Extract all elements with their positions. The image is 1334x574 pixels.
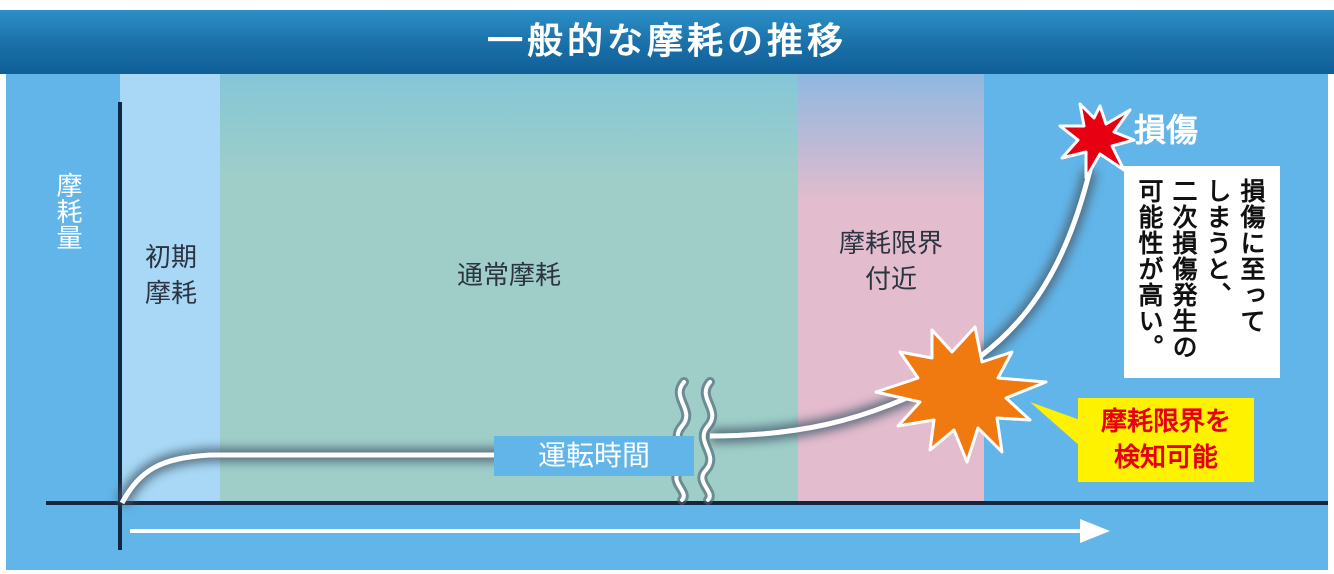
damage-label: 損傷 [1134, 111, 1199, 149]
damage-star-icon [1058, 102, 1136, 180]
initial-wear-zone [120, 74, 220, 502]
initial-wear-label: 初期 摩耗 [144, 243, 197, 309]
wear-limit-burst-icon [874, 325, 1048, 464]
damage-note-text: 損傷に至って しまうと、 二次損傷発生の 可能性が高い。 [1135, 178, 1266, 360]
normal-wear-label: 通常摩耗 [456, 261, 561, 291]
y-axis-label: 摩耗量 [52, 172, 82, 250]
page-title: 一般的な摩耗の推移 [486, 21, 847, 62]
chart-panel: 初期 摩耗 通常摩耗 摩耗限界 付近 [6, 74, 1328, 570]
detect-callout-box: 摩耗限界を 検知可能 [1078, 398, 1254, 482]
wear-curve-initial [119, 452, 672, 505]
damage-note-box: 損傷に至って しまうと、 二次損傷発生の 可能性が高い。 [1124, 166, 1280, 378]
callout-pointer [1030, 402, 1080, 446]
detect-callout-text: 摩耗限界を 検知可能 [1100, 407, 1231, 473]
header-bar: 一般的な摩耗の推移 [0, 10, 1334, 74]
x-axis-label: 運転時間 [494, 436, 694, 476]
time-arrow-head [1080, 519, 1110, 543]
wear-limit-label: 摩耗限界 付近 [838, 229, 943, 295]
